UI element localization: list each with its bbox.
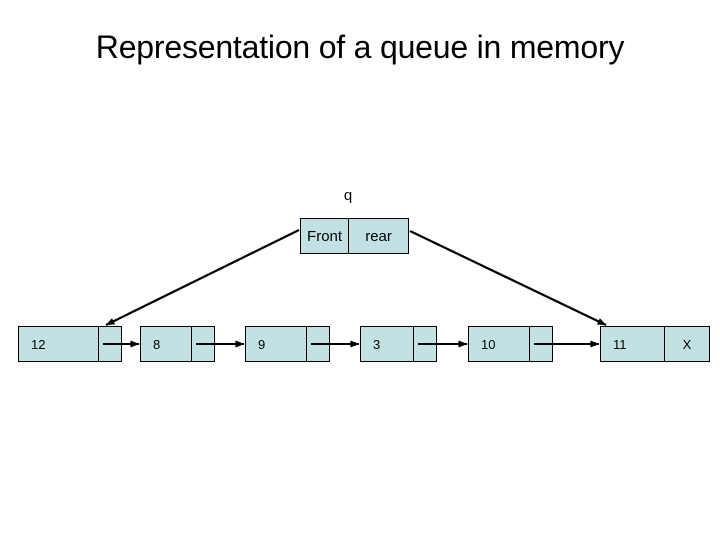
list-node: 11 X (600, 326, 710, 362)
rear-pointer-cell: rear (349, 219, 408, 253)
queue-pointer-box: Front rear (300, 218, 409, 254)
rear-pointer-arrow (409, 230, 607, 326)
node-value-cell: 8 (141, 327, 192, 361)
node-pointer-cell (307, 327, 329, 361)
front-pointer-arrow (105, 229, 300, 326)
node-value-cell: 12 (19, 327, 99, 361)
list-node: 3 (360, 326, 437, 362)
queue-pointer-label: q (343, 187, 353, 204)
list-node: 9 (245, 326, 330, 362)
page-title: Representation of a queue in memory (95, 29, 625, 65)
node-pointer-cell (530, 327, 552, 361)
node-null-pointer-cell: X (665, 327, 709, 361)
node-pointer-cell (99, 327, 121, 361)
node-value-cell: 10 (469, 327, 530, 361)
node-pointer-cell (192, 327, 214, 361)
list-node: 12 (18, 326, 122, 362)
front-pointer-cell: Front (301, 219, 350, 253)
node-value-cell: 3 (361, 327, 414, 361)
list-node: 10 (468, 326, 553, 362)
node-value-cell: 9 (246, 327, 307, 361)
node-pointer-cell (414, 327, 436, 361)
node-value-cell: 11 (601, 327, 665, 361)
list-node: 8 (140, 326, 215, 362)
